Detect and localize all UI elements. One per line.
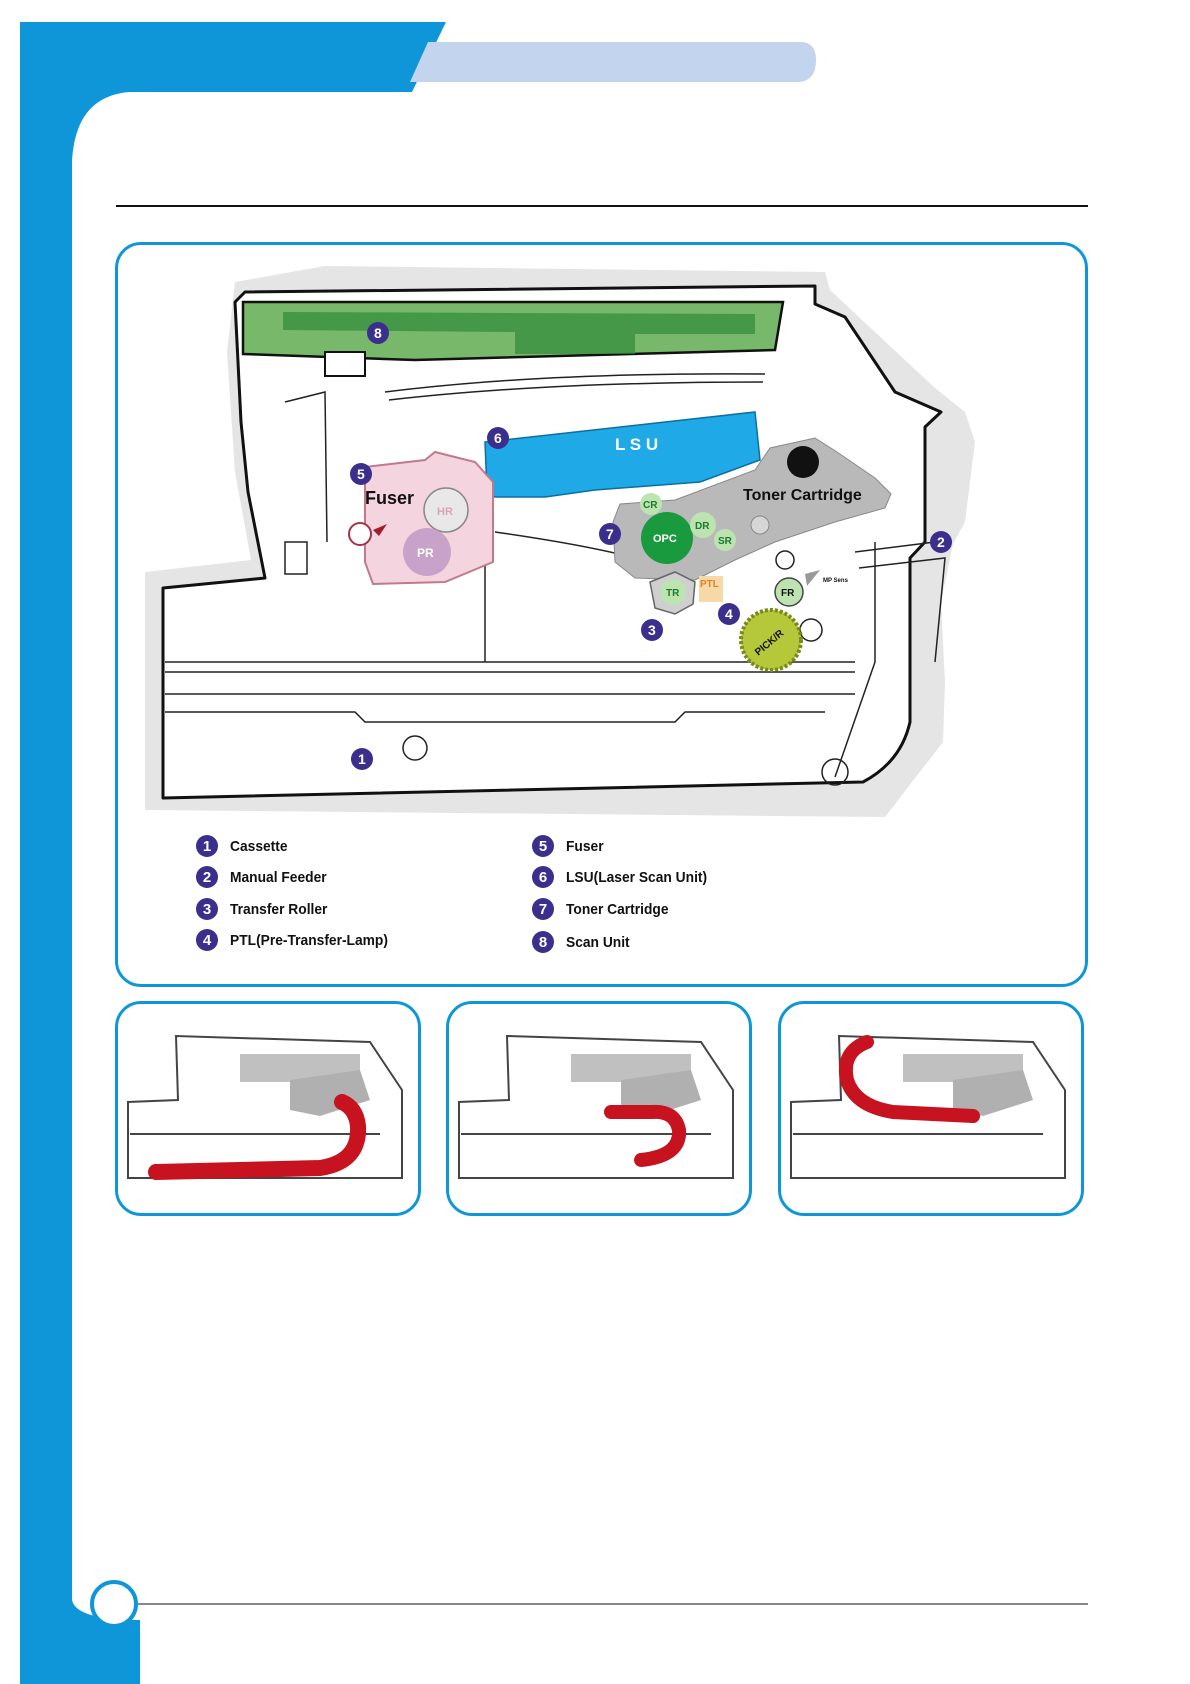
legend-item-cassette: 1 Cassette — [196, 833, 293, 859]
legend-label: LSU(Laser Scan Unit) — [566, 869, 707, 886]
legend-item-fuser: 5 Fuser — [532, 833, 607, 859]
legend-label: Transfer Roller — [230, 901, 327, 918]
svg-text:7: 7 — [606, 526, 614, 542]
opc-label: OPC — [653, 533, 677, 545]
ptl-label: PTL — [700, 579, 719, 590]
legend-label: Fuser — [566, 838, 604, 855]
legend-num: 5 — [532, 835, 554, 857]
legend-item-scan-unit: 8 Scan Unit — [532, 929, 635, 955]
svg-text:5: 5 — [357, 466, 365, 482]
callout-5: 5 — [350, 463, 372, 485]
legend-num: 7 — [532, 898, 554, 920]
legend-item-toner-cartridge: 7 Toner Cartridge — [532, 896, 677, 922]
tr-label: TR — [666, 588, 680, 599]
svg-text:8: 8 — [374, 325, 382, 341]
lsu-label: L S U — [615, 435, 658, 454]
callout-4: 4 — [718, 603, 740, 625]
callout-7: 7 — [599, 523, 621, 545]
legend-item-transfer-roller: 3 Transfer Roller — [196, 896, 336, 922]
legend-num: 3 — [196, 898, 218, 920]
paper-path-mini-2 — [451, 1030, 747, 1190]
svg-text:6: 6 — [494, 430, 502, 446]
legend-num: 2 — [196, 866, 218, 888]
legend-num: 8 — [532, 931, 554, 953]
legend-label: Manual Feeder — [230, 869, 327, 886]
legend-item-lsu: 6 LSU(Laser Scan Unit) — [532, 864, 719, 890]
callout-2: 2 — [930, 531, 952, 553]
fuser-label: Fuser — [365, 488, 414, 508]
callout-6: 6 — [487, 427, 509, 449]
toner-agitator — [787, 446, 819, 478]
legend-item-ptl: 4 PTL(Pre-Transfer-Lamp) — [196, 927, 402, 953]
cassette-slot — [285, 542, 307, 574]
paper-path-mini-3 — [783, 1030, 1079, 1190]
scan-unit-latch — [325, 352, 365, 376]
legend-label: PTL(Pre-Transfer-Lamp) — [230, 932, 388, 949]
legend-label: Cassette — [230, 838, 288, 855]
mp-sens-label: MP Sens — [823, 578, 849, 584]
mp-roller-lower — [800, 619, 822, 641]
legend-item-manual-feeder: 2 Manual Feeder — [196, 864, 335, 890]
legend-label: Scan Unit — [566, 934, 630, 951]
legend-num: 4 — [196, 929, 218, 951]
svg-text:2: 2 — [937, 534, 945, 550]
fuser-exit-roller — [349, 523, 371, 545]
svg-text:3: 3 — [648, 622, 656, 638]
legend-num: 6 — [532, 866, 554, 888]
svg-text:4: 4 — [725, 606, 733, 622]
legend-label: Toner Cartridge — [566, 901, 668, 918]
svg-text:1: 1 — [358, 751, 366, 767]
page-number-circle — [92, 1582, 136, 1626]
callout-1: 1 — [351, 748, 373, 770]
paper-path-mini-1 — [120, 1030, 416, 1190]
printer-cross-section: L S U Fuser HR PR Toner Cartridge CR OPC… — [115, 242, 1088, 842]
dr-label: DR — [695, 521, 710, 532]
hr-label: HR — [437, 506, 453, 518]
toner-gear — [751, 516, 769, 534]
pr-label: PR — [417, 546, 434, 560]
callout-3: 3 — [641, 619, 663, 641]
toner-label: Toner Cartridge — [743, 487, 862, 504]
chassis-outline — [163, 286, 941, 798]
legend-num: 1 — [196, 835, 218, 857]
callout-8: 8 — [367, 322, 389, 344]
sr-label: SR — [718, 536, 733, 547]
header-tab — [410, 42, 816, 82]
mp-roller — [776, 551, 794, 569]
cr-label: CR — [643, 500, 658, 511]
fr-label: FR — [781, 588, 795, 599]
